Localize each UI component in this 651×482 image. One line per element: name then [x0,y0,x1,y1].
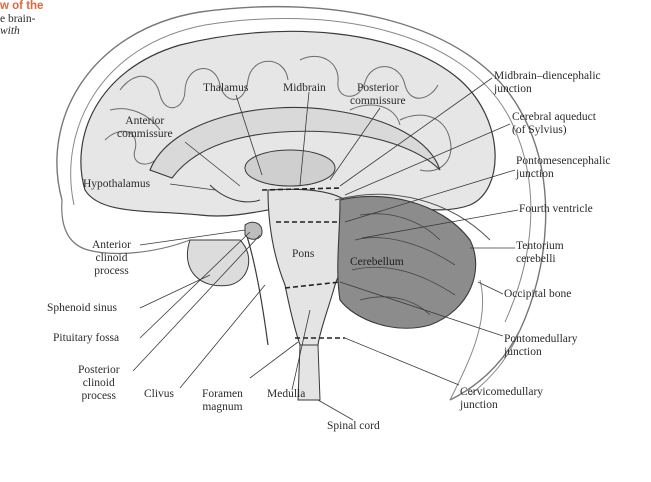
label-cervicomedullary-junction: Cervicomedullary junction [460,386,543,412]
pituitary-gland [244,221,263,240]
leader-lines [132,77,519,421]
pons-lower-boundary [284,281,341,289]
label-foramen-magnum-2: magnum [202,401,243,413]
cerebellum-folia [351,213,456,316]
label-pons: Pons [292,248,315,260]
gyri-pattern [104,55,452,172]
label-posterior-commissure-1: Posterior [357,82,399,94]
label-midbrain-diencephalic-junction: Midbrain–diencephalic junction [494,70,601,96]
label-tentorium-cerebelli: Tentorium cerebelli [516,240,564,266]
label-medulla: Medulla [267,388,306,400]
clivus-bone [244,229,269,346]
label-posterior-clinoid-1: Posterior [78,364,120,376]
occipital-bone-outline [449,279,521,401]
label-pmj-1: Pontomesencephalic [516,155,611,167]
cerebellum [337,195,477,329]
label-pontomedullary-junction: Pontomedullary junction [504,333,577,359]
face-outline [61,199,191,255]
label-pontomesencephalic-junction: Pontomesencephalic junction [516,155,611,181]
label-occipital-bone: Occipital bone [504,288,572,300]
label-thalamus: Thalamus [203,82,249,94]
label-aqueduct-2: (of Sylvius) [512,124,567,136]
label-posterior-clinoid-3: process [81,390,117,402]
skull-inner-table [70,17,532,323]
label-tentorium-1: Tentorium [516,240,564,252]
label-cerebellum: Cerebellum [350,256,404,268]
label-posterior-clinoid-2: clinoid [82,377,115,389]
label-aqueduct-1: Cerebral aqueduct [512,111,596,123]
label-posterior-commissure-2: commissure [350,95,406,107]
label-foramen-magnum-1: Foramen [202,388,243,400]
figure-caption: w of the e brain- with [0,0,43,38]
label-anterior-commissure-1: Anterior [125,115,165,127]
label-midbrain: Midbrain [283,82,326,94]
label-pituitary-fossa: Pituitary fossa [53,332,120,344]
label-mdj-2: junction [494,83,532,95]
corpus-callosum [149,107,441,179]
label-anterior-commissure-2: commissure [117,128,173,140]
hypothalamus-region [209,184,261,203]
caption-line-3: with [0,25,20,37]
spinal-cord [297,344,321,401]
caption-line-2: e brain- [0,12,36,25]
midbrain-diencephalic-boundary [261,187,341,191]
label-posterior-commissure: Posterior commissure [350,82,406,108]
label-pmdj-1: Pontomedullary [504,333,578,345]
label-fourth-ventricle: Fourth ventricle [519,203,593,215]
label-cerebral-aqueduct: Cerebral aqueduct (of Sylvius) [512,111,596,137]
label-cmj-1: Cervicomedullary [460,386,544,398]
label-clivus: Clivus [144,388,175,400]
thalamus-region [244,149,336,187]
label-hypothalamus: Hypothalamus [83,178,151,190]
label-posterior-clinoid-process: Posterior clinoid process [78,364,120,403]
label-tentorium-2: cerebelli [516,253,556,265]
label-cmj-2: junction [460,399,498,411]
label-pmj-2: junction [516,168,554,180]
label-spinal-cord: Spinal cord [327,420,380,432]
caption-line-1: w of the [0,0,44,12]
label-anterior-clinoid-3: process [94,265,129,277]
label-pmdj-2: junction [504,346,542,358]
label-anterior-clinoid-process: Anterior clinoid process [92,239,131,278]
label-sphenoid-sinus: Sphenoid sinus [47,302,117,314]
label-anterior-clinoid-1: Anterior [92,239,131,251]
label-foramen-magnum: Foramen magnum [202,388,243,414]
label-anterior-clinoid-2: clinoid [95,252,128,264]
label-mdj-1: Midbrain–diencephalic [494,70,601,82]
label-anterior-commissure: Anterior commissure [117,115,173,141]
